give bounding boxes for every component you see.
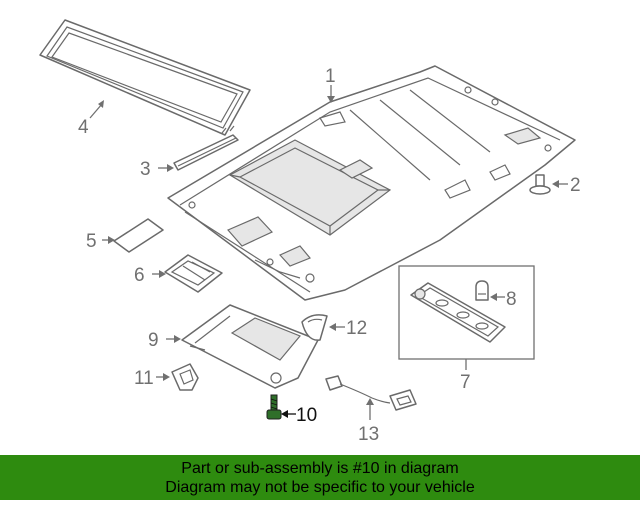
part-4-sunroof-frame[interactable] [39, 19, 251, 136]
callout-9[interactable]: 9 [148, 330, 159, 351]
callout-1[interactable]: 1 [325, 66, 336, 87]
part-11-visor-holder[interactable] [171, 363, 199, 391]
banner-line-2: Diagram may not be specific to your vehi… [165, 479, 475, 496]
callout-11[interactable]: 11 [134, 368, 154, 389]
banner-line-1: Part or sub-assembly is #10 in diagram [181, 460, 459, 477]
part-12-cover[interactable] [301, 314, 328, 341]
part-10-screw[interactable] [266, 394, 282, 420]
part-1-headliner[interactable] [167, 65, 576, 301]
part-7-dome-lamp-group[interactable] [398, 265, 535, 360]
callout-2[interactable]: 2 [570, 175, 581, 196]
part-5-pad[interactable] [113, 218, 164, 253]
callout-13[interactable]: 13 [358, 424, 379, 445]
part-2-clip[interactable] [529, 174, 551, 195]
callout-8[interactable]: 8 [506, 289, 517, 310]
info-banner: Part or sub-assembly is #10 in diagram D… [0, 455, 640, 500]
part-9-sun-visor[interactable] [181, 304, 319, 389]
callout-5[interactable]: 5 [86, 231, 97, 252]
callout-4[interactable]: 4 [78, 117, 89, 138]
part-13-wire-harness[interactable] [325, 375, 417, 411]
part-3-trim-strip[interactable] [173, 125, 239, 171]
callout-7[interactable]: 7 [460, 372, 471, 393]
part-8-bulb[interactable] [475, 280, 489, 301]
callout-10[interactable]: 10 [296, 405, 317, 426]
part-6-bracket[interactable] [164, 254, 223, 293]
callout-6[interactable]: 6 [134, 265, 145, 286]
callout-3[interactable]: 3 [140, 159, 151, 180]
exploded-parts-diagram: 4 3 [39, 19, 581, 445]
callout-12[interactable]: 12 [346, 318, 367, 339]
